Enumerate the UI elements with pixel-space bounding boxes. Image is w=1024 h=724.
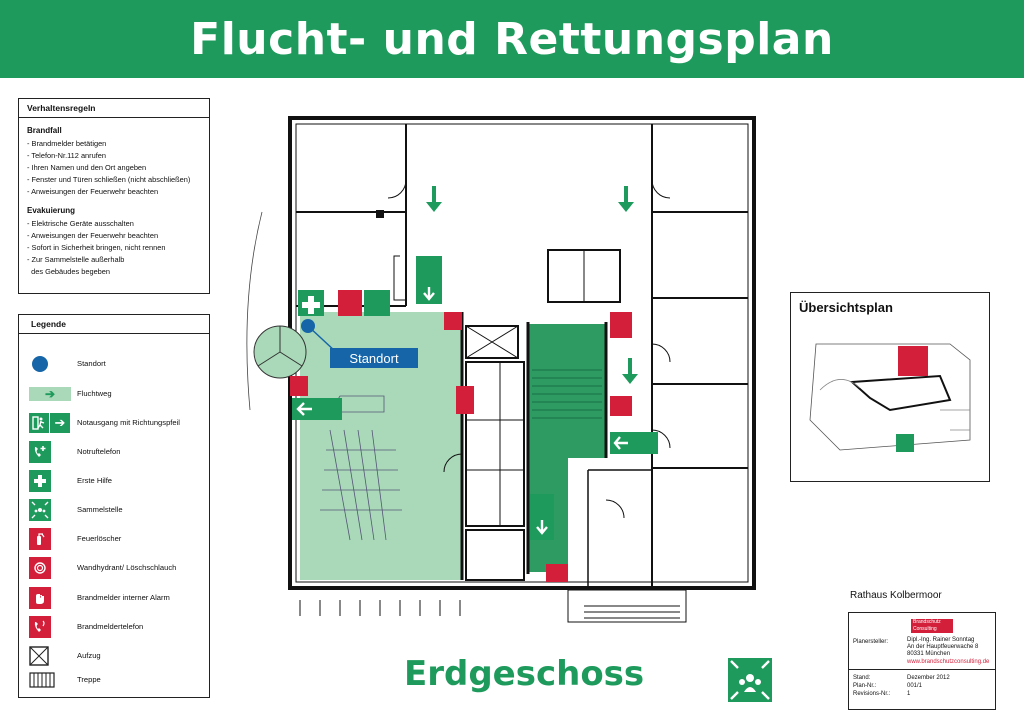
company-logo: Brandschutz Consulting: [911, 619, 953, 633]
legend-item: Wandhydrant/ Löschschlauch: [29, 555, 197, 581]
assembly-point-icon: [728, 658, 772, 702]
location-dot-icon: [32, 356, 48, 372]
legend-item: Brandmelder interner Alarm: [29, 585, 197, 611]
legend-label: Sammelstelle: [77, 505, 123, 515]
stand-value: Dezember 2012: [907, 675, 950, 681]
legend-item: Standort: [29, 351, 197, 377]
legend-item: ➔ Notausgang mit Richtungspfeil: [29, 410, 197, 436]
overview-title: Übersichtsplan: [799, 300, 893, 315]
list-item: - Ihren Namen und den Ort angeben: [27, 163, 147, 172]
legend-item: Treppe: [29, 667, 197, 693]
logo-line: Brandschutz: [913, 619, 941, 625]
legend-label: Treppe: [77, 675, 101, 685]
list-item: - Telefon-Nr.112 anrufen: [27, 151, 107, 160]
legend-item: Brandmeldertelefon: [29, 614, 197, 640]
rules-heading: Verhaltensregeln: [19, 99, 209, 118]
legend-item: Sammelstelle: [29, 497, 197, 523]
address-line: 80331 München: [907, 651, 951, 657]
plan-exit-signs: [292, 256, 658, 540]
floor-title: Erdgeschoss: [404, 654, 645, 694]
list-item: - Elektrische Geräte ausschalten: [27, 219, 134, 228]
legend-heading: Legende: [19, 315, 209, 334]
legend-label: Feuerlöscher: [77, 534, 122, 544]
legend-item: Aufzug: [29, 643, 197, 669]
stairs-icon: [29, 672, 55, 688]
building-name: Rathaus Kolbermoor: [850, 590, 942, 601]
first-aid-icon: [29, 470, 51, 492]
list-item: - Anweisungen der Feuerwehr beachten: [27, 187, 159, 196]
rules-box: Verhaltensregeln Brandfall - Brandmelder…: [18, 98, 210, 294]
list-item: - Zur Sammelstelle außerhalb: [27, 255, 125, 264]
assembly-point-icon: [29, 499, 51, 521]
legend-item: Feuerlöscher: [29, 526, 197, 552]
logo-line: Consulting: [913, 626, 937, 632]
evac-list: - Elektrische Geräte ausschalten - Anwei…: [19, 218, 209, 278]
planer-label: Planersteller:: [853, 639, 889, 645]
overview-map: [809, 343, 971, 452]
legend-label: Brandmeldertelefon: [77, 622, 144, 632]
page-title: Flucht- und Rettungsplan: [190, 13, 834, 65]
list-item: - Fenster und Türen schließen (nicht abs…: [27, 175, 191, 184]
evac-heading: Evakuierung: [27, 206, 76, 215]
standort-label: Standort: [330, 348, 418, 368]
title-banner: Flucht- und Rettungsplan: [0, 0, 1024, 78]
legend-label: Fluchtweg: [77, 389, 112, 399]
list-item: des Gebäudes begeben: [27, 267, 111, 276]
legend-label: Notausgang mit Richtungspfeil: [77, 418, 180, 428]
rev-label: Revisions-Nr.:: [853, 691, 891, 697]
overview-box: Übersichtsplan: [790, 292, 990, 482]
list-item: - Sofort in Sicherheit bringen, nicht re…: [27, 243, 166, 252]
fire-alarm-icon: [29, 587, 51, 609]
plan-value: 001/1: [907, 683, 923, 689]
fire-heading: Brandfall: [27, 126, 62, 135]
escape-area: [300, 312, 462, 580]
escape-route-arrow-icon: ➔: [29, 387, 71, 401]
elevator-icon: [29, 646, 49, 666]
emergency-phone-icon: [29, 441, 51, 463]
legend-label: Aufzug: [77, 651, 101, 661]
legend-box: Legende Standort ➔ Fluchtweg ➔ Notausgan…: [18, 314, 210, 698]
plan-fire-signs: [290, 290, 632, 582]
emergency-exit-icon: ➔: [29, 411, 71, 435]
fire-hose-icon: [29, 557, 51, 579]
plan-label: Plan-Nr.:: [853, 683, 877, 689]
list-item: - Anweisungen der Feuerwehr beachten: [27, 231, 159, 240]
website: www.brandschutzconsulting.de: [907, 659, 990, 665]
planer-name: Dipl.-Ing. Rainer Sonntag: [907, 637, 975, 643]
list-item: - Brandmelder betätigen: [27, 139, 107, 148]
legend-label: Erste Hilfe: [77, 476, 113, 486]
legend-item: ➔ Fluchtweg: [29, 381, 197, 407]
legend-item: Erste Hilfe: [29, 468, 197, 494]
address-line: An der Hauptfeuerwache 8: [907, 644, 979, 650]
fire-phone-icon: [29, 616, 51, 638]
legend-label: Wandhydrant/ Löschschlauch: [77, 563, 177, 573]
stand-label: Stand:: [853, 675, 871, 681]
fire-list: - Brandmelder betätigen - Telefon-Nr.112…: [19, 138, 209, 198]
legend-label: Brandmelder interner Alarm: [77, 593, 170, 603]
legend-item: Notruftelefon: [29, 439, 197, 465]
title-block: Brandschutz Consulting Planersteller: Di…: [848, 612, 996, 710]
legend-label: Notruftelefon: [77, 447, 121, 457]
rev-value: 1: [907, 691, 911, 697]
legend-label: Standort: [77, 359, 106, 369]
standort-dot: [301, 319, 315, 333]
fire-extinguisher-icon: [29, 528, 51, 550]
